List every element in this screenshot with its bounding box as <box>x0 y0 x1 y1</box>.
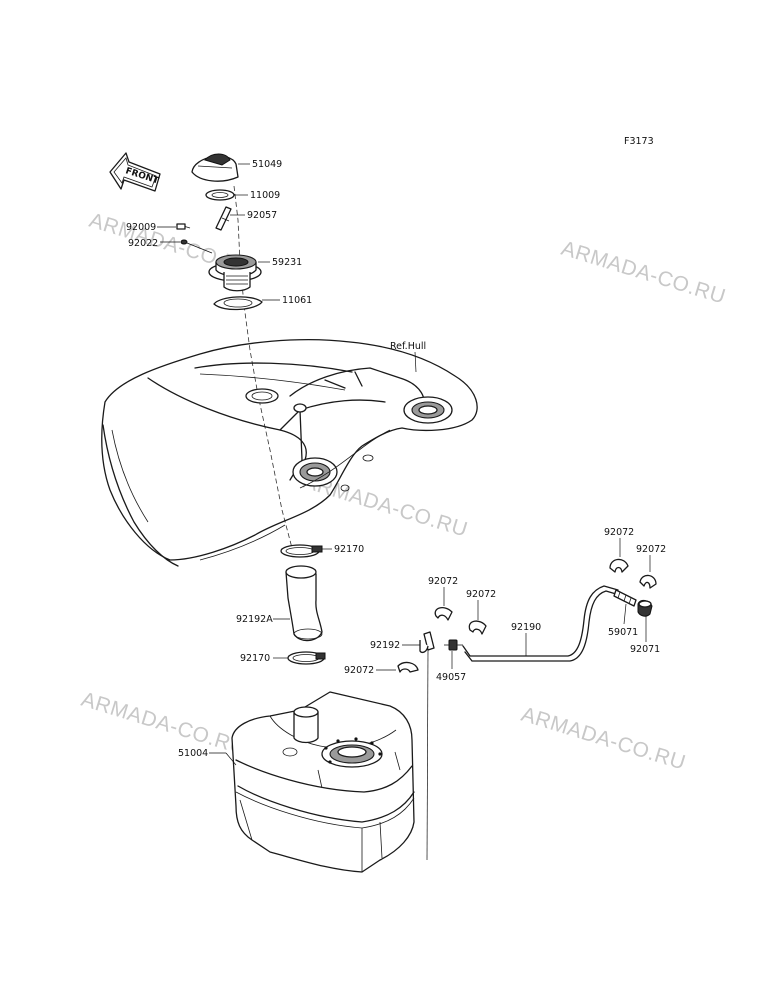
hose-92192-part <box>419 631 435 861</box>
label-92192A: 92192A <box>236 614 273 625</box>
gasket-11061-part <box>213 296 263 311</box>
label-11009: 11009 <box>250 190 280 201</box>
fuel-tank-51004-part <box>231 691 415 873</box>
gasket-11009-part <box>205 189 235 201</box>
label-92072-b: 92072 <box>466 589 496 600</box>
clip-92072-b-part <box>468 620 487 635</box>
label-92009: 92009 <box>126 222 156 233</box>
check-valve-49057-part <box>444 639 463 651</box>
washer-92022-part <box>180 239 188 245</box>
label-92072-a: 92072 <box>428 576 458 587</box>
label-51049: 51049 <box>252 159 282 170</box>
screw-92009-part <box>176 223 191 230</box>
clip-92072-d-part <box>609 558 629 573</box>
watermark-5: ARMADA-CO.RU <box>519 703 689 775</box>
label-92170-bottom: 92170 <box>240 653 270 664</box>
label-59071: 59071 <box>608 627 638 638</box>
front-arrow-icon: FRONT <box>109 152 161 192</box>
clip-92072-a-part <box>434 606 453 621</box>
label-49057: 49057 <box>436 672 466 683</box>
figure-code: F3173 <box>624 136 654 147</box>
label-59231: 59231 <box>272 257 302 268</box>
label-51004: 51004 <box>178 748 208 759</box>
label-92072-e: 92072 <box>636 544 666 555</box>
clamp-92170-bottom-part <box>287 651 326 665</box>
clip-92072-c-part <box>397 661 419 673</box>
watermark-4: ARMADA-CO.RU <box>79 688 249 760</box>
filler-neck-59231-part <box>208 254 262 292</box>
assembly-axis-line <box>233 185 293 549</box>
label-92170-top: 92170 <box>334 544 364 555</box>
watermarks: ARMADA-CO.RU ARMADA-CO.RU ARMADA-CO.RU A… <box>79 209 729 775</box>
label-92072-d: 92072 <box>604 527 634 538</box>
label-92192: 92192 <box>370 640 400 651</box>
cap-92071-part <box>637 599 653 617</box>
watermark-2: ARMADA-CO.RU <box>559 237 729 309</box>
fuel-cap-part <box>191 153 239 182</box>
vent-tube-92190-part <box>462 585 619 662</box>
hose-92192A-part <box>285 565 323 642</box>
label-92057: 92057 <box>247 210 277 221</box>
clip-92072-e-part <box>639 574 657 589</box>
pin-92057-part <box>215 206 232 231</box>
clamp-92170-top-part <box>280 544 323 558</box>
fitting-59071-part <box>613 589 637 607</box>
label-92022: 92022 <box>128 238 158 249</box>
label-ref-hull: Ref.Hull <box>390 341 426 352</box>
label-92071: 92071 <box>630 644 660 655</box>
hull-reference-part <box>101 339 478 567</box>
label-92190: 92190 <box>511 622 541 633</box>
label-11061: 11061 <box>282 295 312 306</box>
label-92072-c: 92072 <box>344 665 374 676</box>
